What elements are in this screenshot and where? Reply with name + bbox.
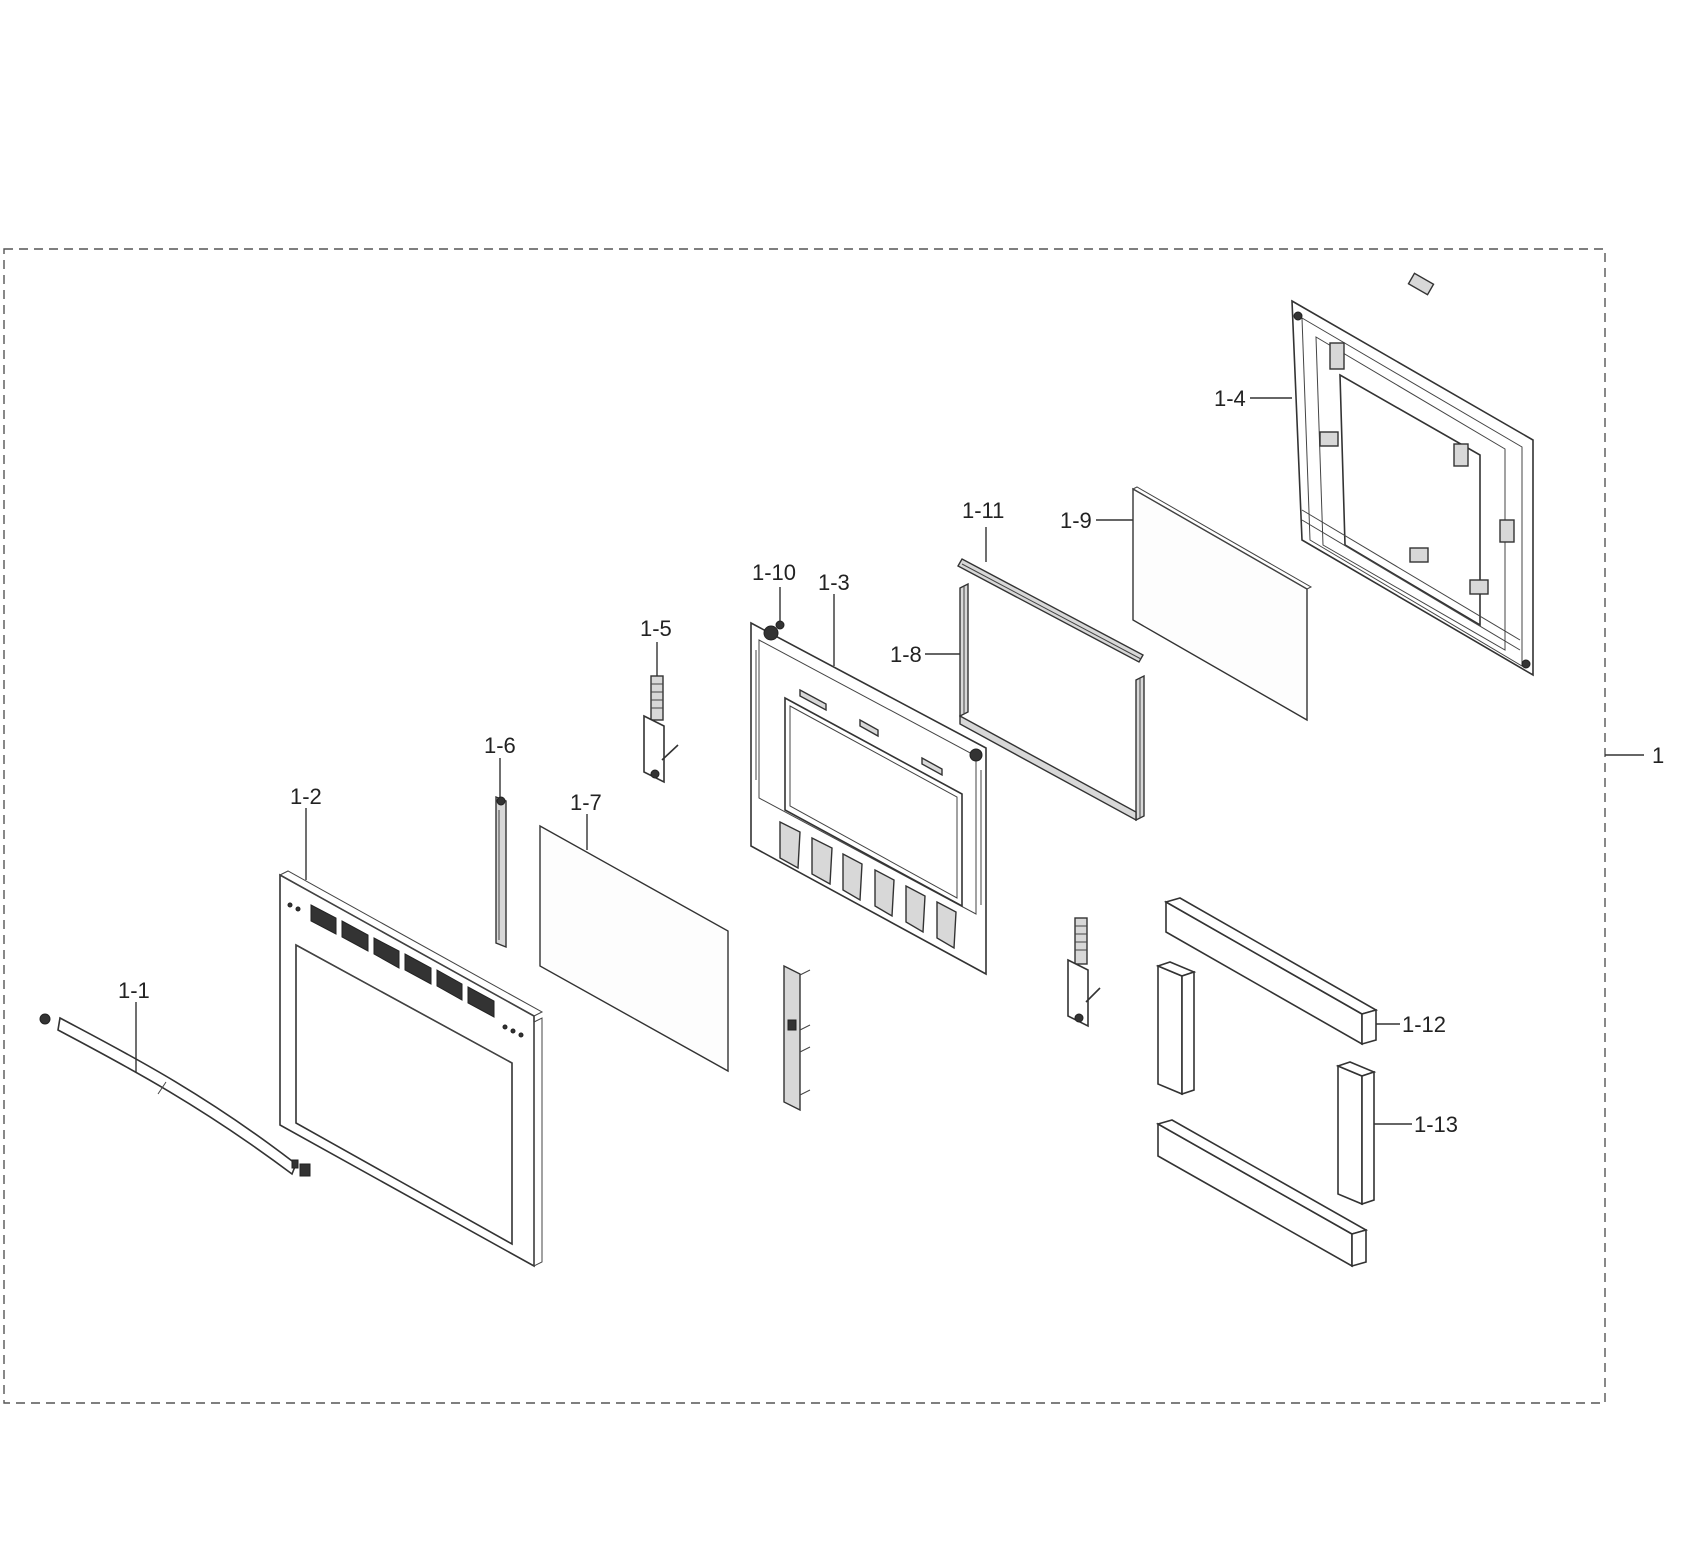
- door-frame-callout[interactable]: 1-3: [818, 570, 850, 666]
- hinge-lower-part[interactable]: [1067, 917, 1101, 1028]
- assembly-callout[interactable]: 1: [1605, 743, 1664, 768]
- insulation-vertical-label: 1-13: [1414, 1112, 1458, 1137]
- holder-rail-label: 1-11: [962, 498, 1004, 523]
- insulation-horizontal-upper-part[interactable]: [1163, 897, 1379, 1046]
- handle-callout[interactable]: 1-1: [118, 978, 150, 1072]
- hinge-callout[interactable]: 1-5: [640, 616, 672, 676]
- inner-glass-part[interactable]: [1131, 486, 1313, 722]
- insulation-vertical-callout[interactable]: 1-13: [1374, 1112, 1458, 1137]
- door-inner-panel-label: 1-4: [1214, 386, 1246, 411]
- handle-part[interactable]: [39, 1013, 311, 1177]
- door-inner-panel-callout[interactable]: 1-4: [1214, 386, 1292, 411]
- side-trim-part[interactable]: [495, 795, 507, 949]
- screw-part: [775, 620, 785, 630]
- insulation-vertical-right-part[interactable]: [1335, 1061, 1377, 1206]
- screw-callout[interactable]: 1-10: [752, 560, 796, 630]
- side-trim-callout[interactable]: 1-6: [484, 733, 516, 797]
- handle-label: 1-1: [118, 978, 150, 1003]
- bottom-bracket-part[interactable]: [783, 964, 811, 1112]
- assembly-label: 1: [1652, 743, 1664, 768]
- door-outer-panel-label: 1-2: [290, 784, 322, 809]
- door-outer-panel-callout[interactable]: 1-2: [290, 784, 322, 880]
- door-outer-panel-part[interactable]: [278, 870, 544, 1268]
- hinge-label: 1-5: [640, 616, 672, 641]
- screw-label: 1-10: [752, 560, 796, 585]
- insulation-horizontal-label: 1-12: [1402, 1012, 1446, 1037]
- glass-holder-callout[interactable]: 1-8: [890, 642, 960, 667]
- door-inner-panel-part[interactable]: [1291, 272, 1534, 677]
- side-trim-label: 1-6: [484, 733, 516, 758]
- outer-glass-label: 1-7: [570, 790, 602, 815]
- insulation-vertical-left-part[interactable]: [1155, 961, 1197, 1096]
- outer-glass-part[interactable]: [539, 824, 729, 1073]
- holder-rail-part[interactable]: [957, 558, 1144, 663]
- assembly-boundary: [3, 248, 1606, 1404]
- glass-holder-part[interactable]: [959, 582, 1145, 822]
- door-frame-label: 1-3: [818, 570, 850, 595]
- door-frame-part[interactable]: [750, 621, 987, 976]
- inner-glass-callout[interactable]: 1-9: [1060, 508, 1133, 533]
- insulation-horizontal-lower-part[interactable]: [1155, 1119, 1369, 1268]
- outer-glass-callout[interactable]: 1-7: [570, 790, 602, 850]
- holder-rail-callout[interactable]: 1-11: [962, 498, 1004, 562]
- insulation-horizontal-callout[interactable]: 1-12: [1376, 1012, 1446, 1037]
- glass-holder-label: 1-8: [890, 642, 922, 667]
- inner-glass-label: 1-9: [1060, 508, 1092, 533]
- hinge-part[interactable]: [643, 675, 679, 784]
